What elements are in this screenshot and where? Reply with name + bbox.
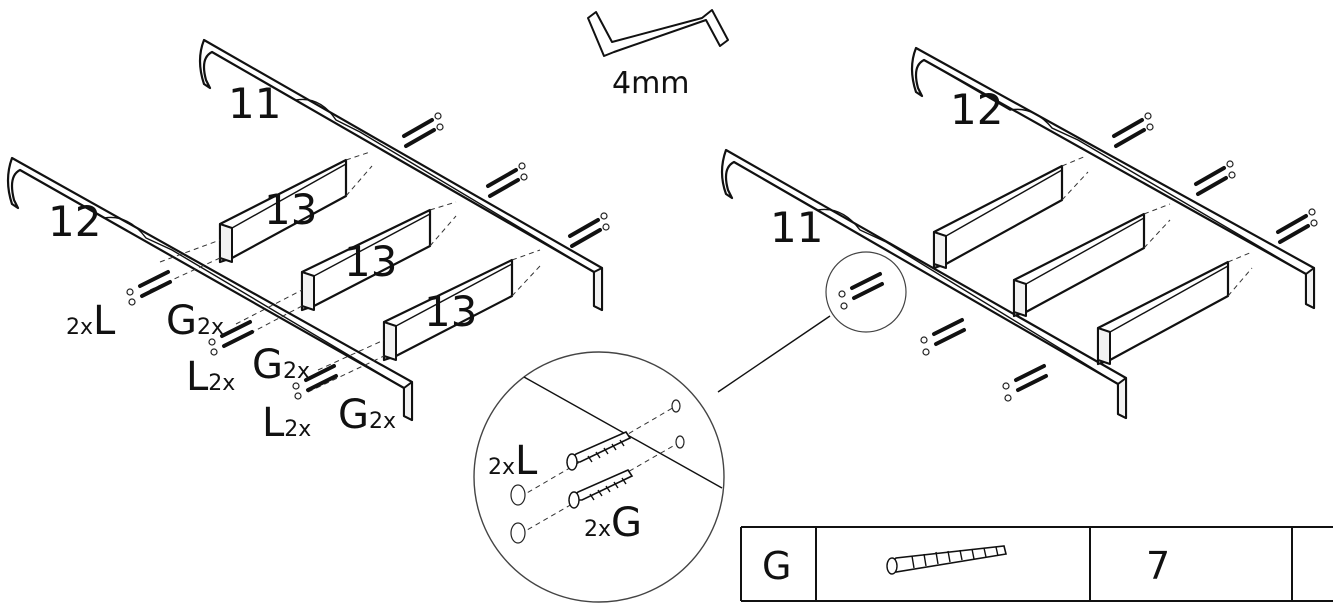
detail-label-g: 2xG [584,500,642,546]
right-assembly: 12 11 [720,46,1318,420]
right-slat-1 [932,164,1064,270]
screw-label-6: G2x [338,392,396,438]
screw-group-back [402,112,610,248]
detail-label-l: 2xL [488,438,538,484]
screw-label-1: 2xL [66,298,116,344]
hex-key-icon [587,9,729,57]
slat-1 [218,158,348,264]
slat-3-label: 13 [424,287,477,336]
screw-label-5: L2x [262,400,311,446]
right-rail-part-12 [910,46,1316,310]
screw-label-3: L2x [186,354,235,400]
table-part-letter: G [762,544,791,588]
rail-part-12 [6,156,414,422]
right-screw-group-front [838,272,1048,402]
right-part-11-label: 11 [770,203,823,252]
right-rail-part-11 [720,148,1128,420]
parts-table: G 7 [740,526,1333,602]
rail-part-11 [198,38,604,312]
tool-size-label: 4mm [612,66,690,101]
screw-group-front [126,270,338,400]
left-assembly: 11 12 13 13 13 2xL G2x L2x G2x L2x G2x [6,38,610,446]
right-slat-2 [1012,212,1146,318]
table-part-quantity: 7 [1146,544,1170,588]
slat-3 [382,258,514,362]
detail-screw-l [566,430,632,471]
right-screw-group-back [1112,112,1318,244]
slat-1-label: 13 [264,185,317,234]
cam-screw-icon [886,545,1007,575]
screw-label-2: G2x [166,298,224,344]
left-part-11-label: 11 [228,79,281,128]
right-slat-3 [1096,260,1230,366]
right-part-12-label: 12 [950,85,1003,134]
detail-screw-g [568,468,634,509]
slat-2 [300,208,432,312]
detail-callout: 2xL 2xG [473,251,907,603]
screw-label-4: G2x [252,342,310,388]
left-part-12-label: 12 [48,197,101,246]
slat-2-label: 13 [344,237,397,286]
